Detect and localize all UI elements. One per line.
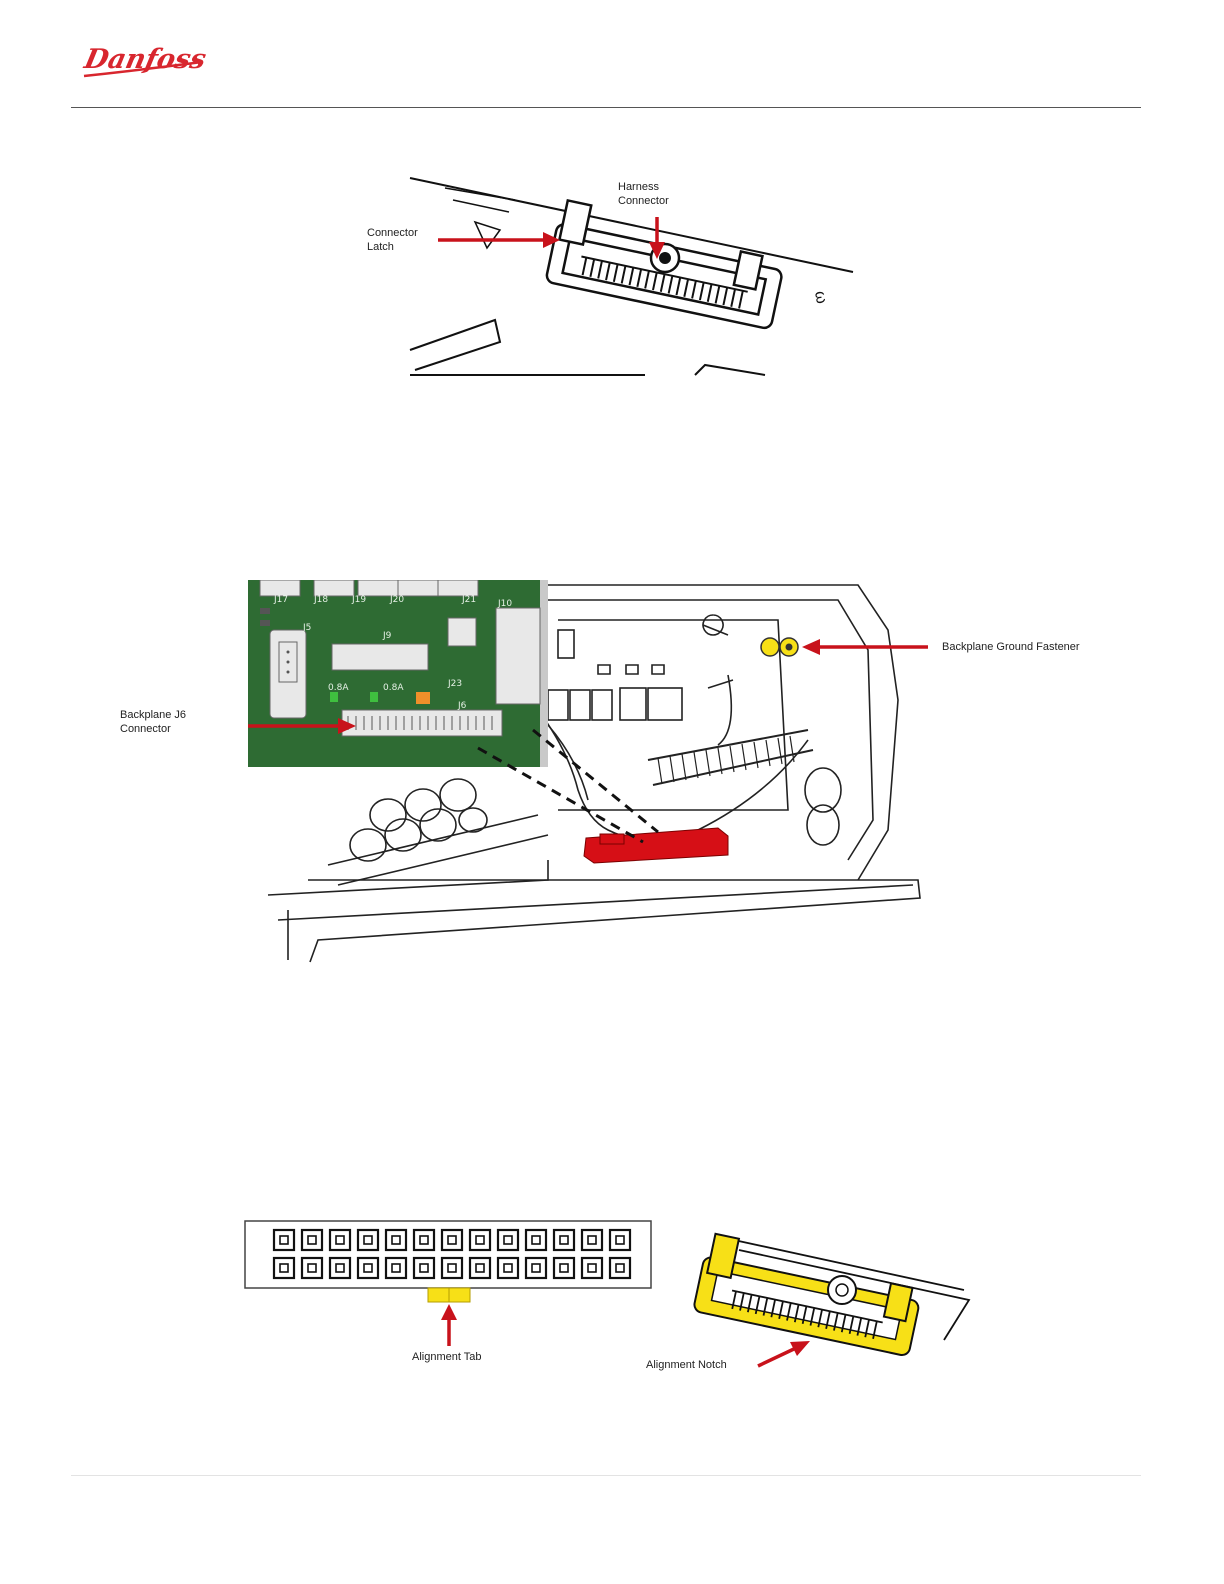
- pcb-label-j17: J17: [273, 595, 288, 605]
- danfoss-logo: Danfoss: [80, 36, 206, 84]
- label-backplane-j6-connector: Backplane J6 Connector: [120, 708, 190, 736]
- pcb-label-j23: J23: [447, 679, 462, 689]
- label-harness-connector: Harness Connector: [618, 180, 678, 208]
- pcb-label-j5: J5: [302, 623, 311, 633]
- header-rule: [71, 107, 1141, 108]
- pcb-label-08a-2: 0.8A: [383, 683, 404, 693]
- pcb-label-j20: J20: [389, 595, 404, 605]
- figure-alignment: [244, 1220, 974, 1380]
- pcb-label-j10: J10: [497, 599, 512, 609]
- figure-backplane-j6: J17 J18 J19 J20 J21 J5 J9 J10 J23 J6 0.8…: [248, 580, 928, 970]
- svg-text:ω: ω: [811, 290, 830, 305]
- pcb-label-j18: J18: [313, 595, 328, 605]
- pcb-label-j6: J6: [457, 701, 467, 711]
- pcb-label-j19: J19: [351, 595, 366, 605]
- label-alignment-tab: Alignment Tab: [412, 1350, 482, 1364]
- pcb-label-j9: J9: [382, 631, 392, 641]
- label-backplane-ground-fastener: Backplane Ground Fastener: [942, 640, 1080, 654]
- pcb-label-j21: J21: [461, 595, 476, 605]
- label-connector-latch: Connector Latch: [367, 226, 425, 254]
- pcb-label-08a-1: 0.8A: [328, 683, 349, 693]
- label-alignment-notch: Alignment Notch: [646, 1358, 727, 1372]
- footer-rule: [71, 1475, 1141, 1476]
